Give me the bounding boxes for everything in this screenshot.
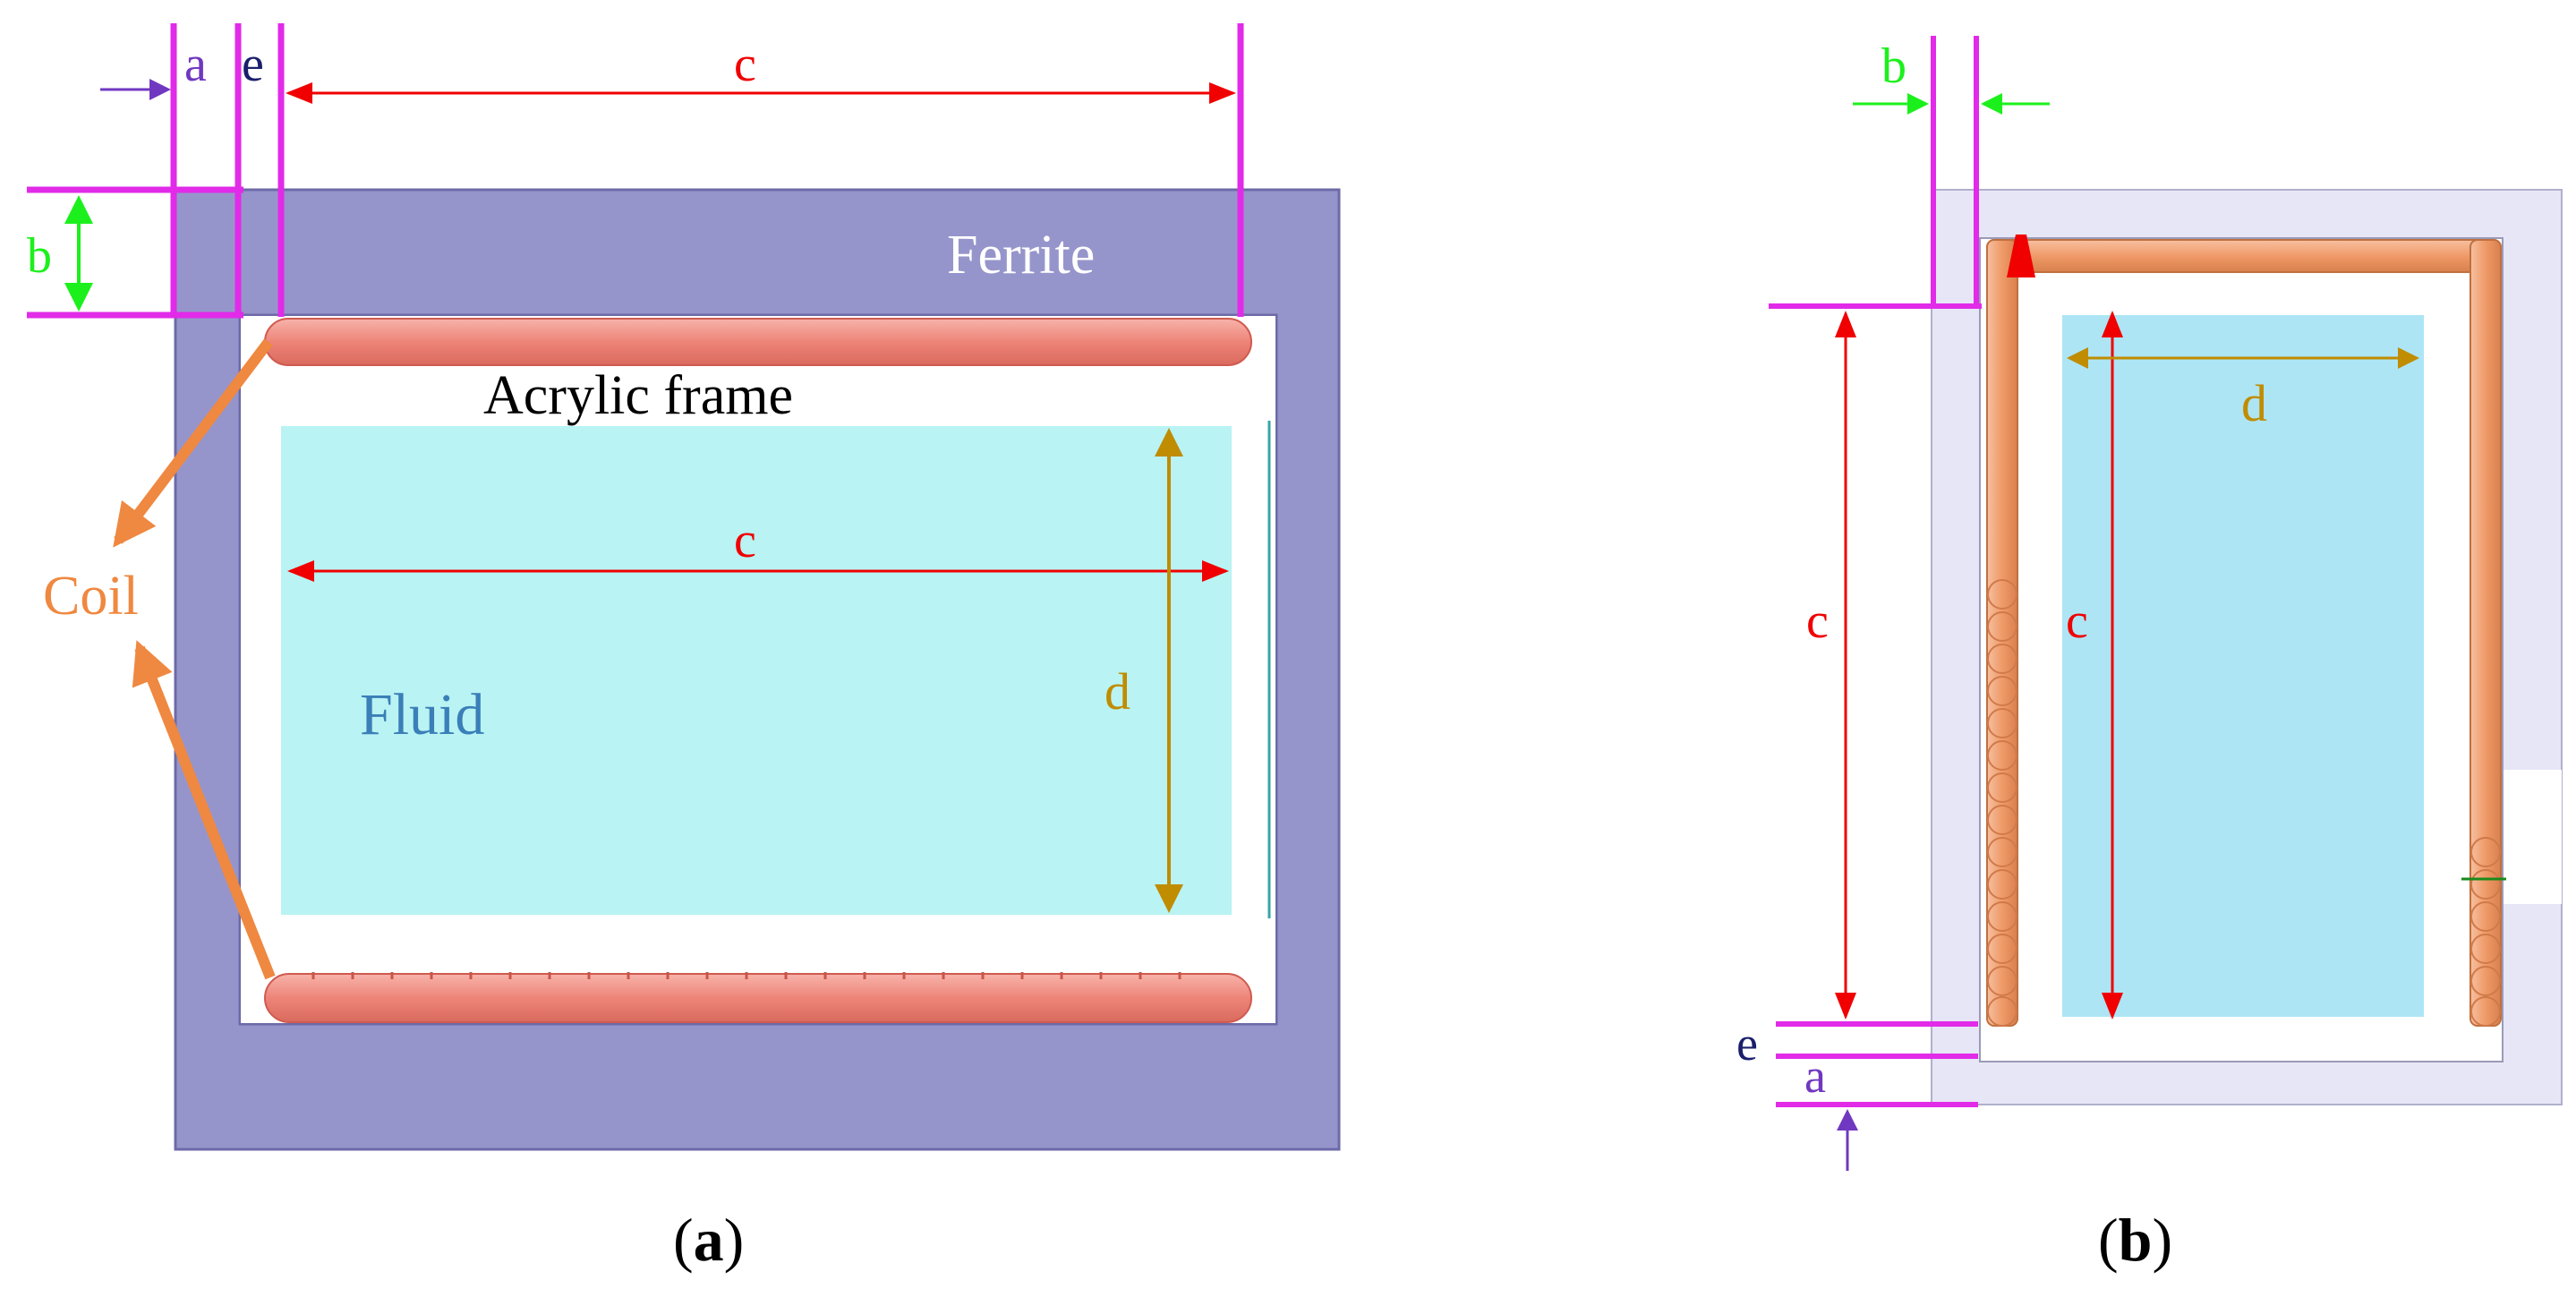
ferrite-right-cut (2503, 770, 2562, 904)
label-ferrite: Ferrite (947, 225, 1095, 286)
bottom-coil-turns (311, 972, 1181, 979)
magenta-guides-b (1769, 36, 1982, 1107)
magenta-guides (27, 23, 1244, 319)
label-c-inner: c (2066, 593, 2088, 649)
label-coil: Coil (43, 566, 139, 627)
coil-lead-b (2007, 235, 2035, 277)
label-d: d (1105, 662, 1130, 721)
label-c-outer: c (1806, 593, 1829, 649)
coil-top-b (1986, 239, 2502, 273)
label-a: a (184, 37, 207, 92)
label-d-b: d (2241, 374, 2267, 432)
coil-arrow-upper (113, 338, 273, 548)
coil-turns-b (1987, 579, 2501, 1027)
label-e: e (242, 37, 264, 92)
label-acrylic-frame: Acrylic frame (483, 365, 793, 426)
fluid-region (281, 426, 1232, 915)
bottom-coil (264, 973, 1252, 1023)
label-c-mid: c (734, 513, 756, 568)
caption-a: (a) (673, 1206, 744, 1274)
label-a-b: a (1804, 1049, 1826, 1103)
caption-b: (b) (2098, 1206, 2172, 1274)
label-c-top: c (734, 37, 756, 92)
label-b: b (27, 228, 52, 284)
coil-arrow-lower (132, 640, 276, 980)
label-b-b: b (1881, 38, 1906, 94)
panel-b: b d c c e a (b) (1736, 36, 2563, 1274)
label-fluid: Fluid (360, 682, 484, 747)
panel-a: a e c b Ferrite Acrylic frame c Coil d F… (27, 23, 1341, 1274)
label-e-b: e (1736, 1017, 1758, 1071)
top-coil (264, 318, 1252, 366)
